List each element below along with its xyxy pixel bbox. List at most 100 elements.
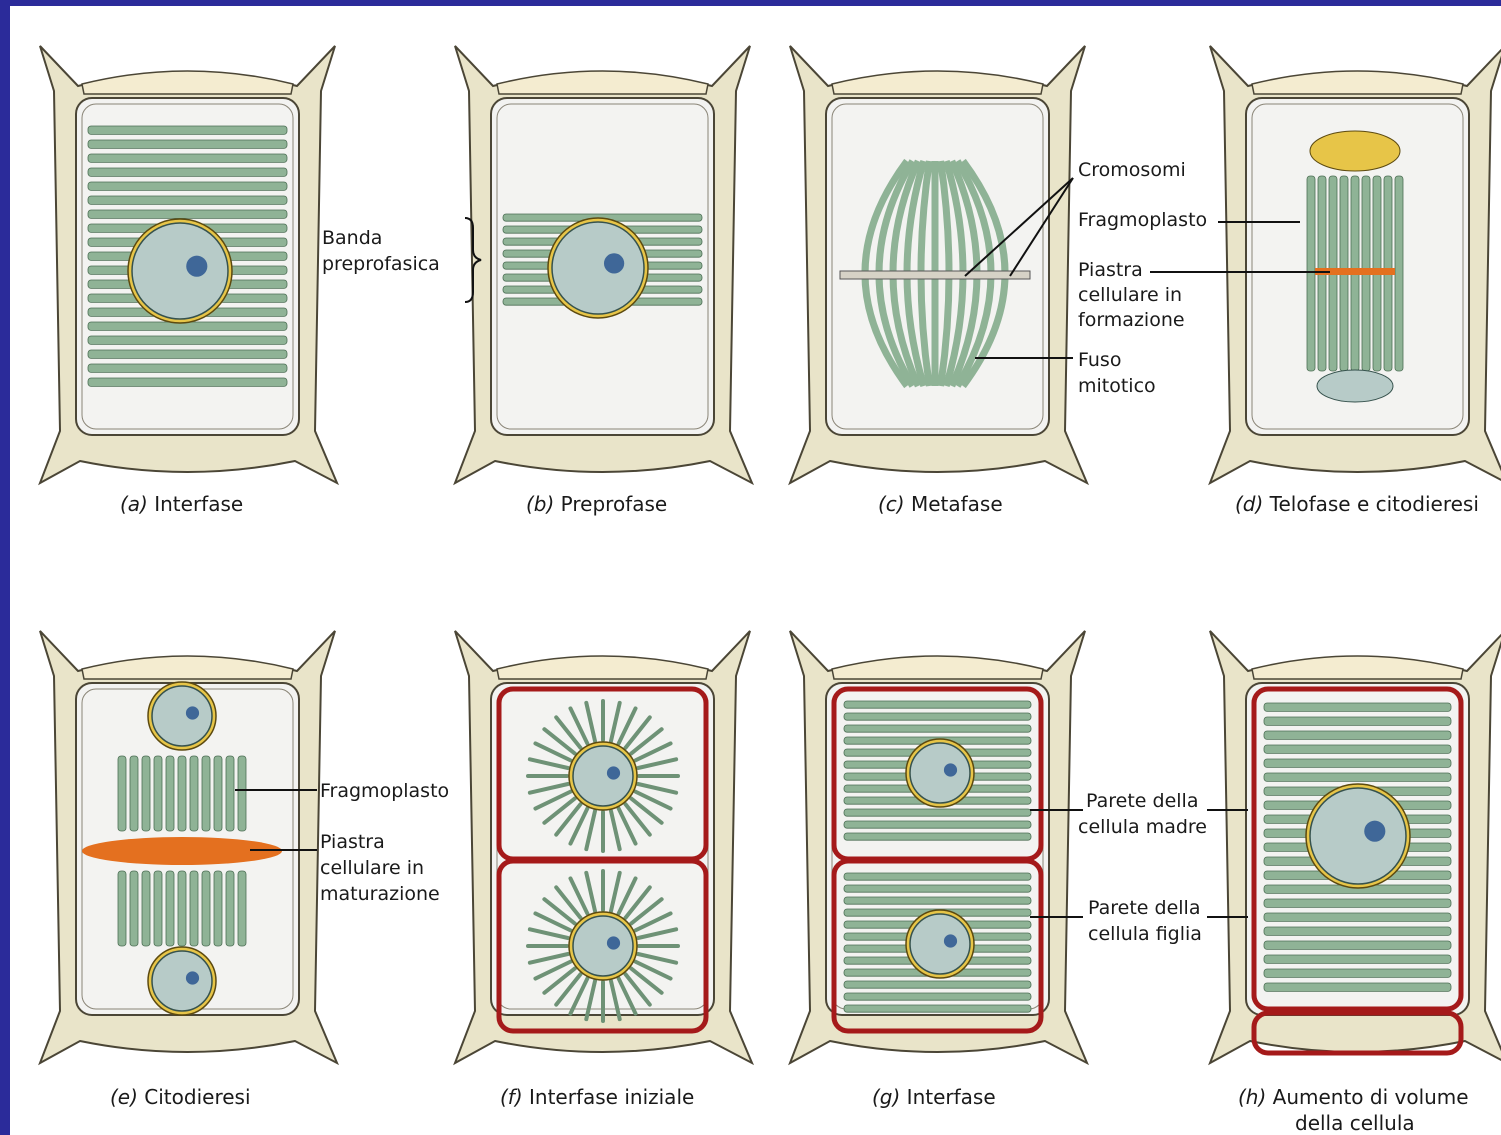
caption-b: (b) Preprofase (526, 492, 667, 516)
upper-cell-lumen (832, 71, 1043, 94)
cortical-microtubule (88, 126, 287, 134)
phragmoplast-fiber (226, 871, 234, 946)
cortical-microtubule (844, 821, 1031, 828)
daughter-nucleus-top (1310, 131, 1400, 171)
nucleus (148, 682, 216, 750)
cortical-microtubule (844, 833, 1031, 840)
phragmoplast-fiber (118, 871, 126, 946)
caption-e: (e) Citodieresi (110, 1085, 251, 1109)
caption-a: (a) Interfase (120, 492, 243, 516)
phragmoplast-fiber (166, 756, 174, 831)
cortical-microtubule (1264, 983, 1451, 991)
nucleus (906, 910, 974, 978)
caption-d: (d) Telofase e citodieresi (1235, 492, 1479, 516)
piastra-formazione-label-2: cellulare in (1078, 284, 1182, 306)
cortical-microtubule (844, 981, 1031, 988)
fuso-label-1: Fuso (1078, 349, 1121, 371)
phragmoplast-fiber (142, 871, 150, 946)
cortical-microtubule (88, 364, 287, 372)
cortical-microtubule (1264, 731, 1451, 739)
cortical-microtubule (88, 322, 287, 330)
caption-g: (g) Interfase (872, 1085, 996, 1109)
phragmoplast-fiber (130, 756, 138, 831)
phragmoplast-fiber (178, 871, 186, 946)
nucleoplasm (152, 686, 212, 746)
cortical-microtubule (1264, 955, 1451, 963)
cortical-microtubule (844, 873, 1031, 880)
caption-h-line2: della cellula (1295, 1111, 1415, 1135)
fragmoplasto-bottom-label: Fragmoplasto (320, 780, 449, 802)
upper-cell-lumen (497, 656, 708, 679)
nucleoplasm (910, 743, 970, 803)
piastra-formazione-label-3: formazione (1078, 309, 1185, 331)
chromosomes (840, 271, 1030, 279)
nucleoplasm (132, 223, 228, 319)
fragmoplasto-top-label: Fragmoplasto (1078, 209, 1207, 231)
cortical-microtubule (1264, 927, 1451, 935)
banda-label-1: Banda (322, 227, 382, 249)
upper-cell-lumen (1252, 656, 1463, 679)
phragmoplast-fiber (238, 871, 246, 946)
phragmoplast-fiber (238, 756, 246, 831)
nucleoplasm (552, 222, 644, 314)
cortical-microtubule (88, 182, 287, 190)
cromosomi-label: Cromosomi (1078, 159, 1186, 181)
piastra-maturazione-label-2: cellulare in (320, 857, 424, 879)
phragmoplast-fiber (1307, 176, 1315, 371)
cortical-microtubule (88, 154, 287, 162)
upper-cell-lumen (497, 71, 708, 94)
cortical-microtubule (844, 725, 1031, 732)
nucleoplasm (910, 914, 970, 974)
daughter-nucleus-bottom (1317, 370, 1393, 402)
phragmoplast-fiber (214, 871, 222, 946)
nucleolus (944, 763, 957, 776)
piastra-maturazione-label-3: maturazione (320, 883, 440, 905)
cortical-microtubule (844, 713, 1031, 720)
cortical-microtubule (88, 196, 287, 204)
parete-madre-label-1: Parete della (1086, 790, 1198, 812)
nucleoplasm (573, 916, 633, 976)
phragmoplast-fiber (190, 871, 198, 946)
nucleolus (944, 934, 957, 947)
cortical-microtubule (844, 809, 1031, 816)
caption-c: (c) Metafase (878, 492, 1003, 516)
phragmoplast-fiber (226, 756, 234, 831)
upper-cell-lumen (832, 656, 1043, 679)
nucleus (569, 742, 637, 810)
cortical-microtubule (1264, 913, 1451, 921)
nucleolus (186, 706, 199, 719)
parete-figlia-label-1: Parete della (1088, 897, 1200, 919)
cortical-microtubule (88, 378, 287, 386)
nucleoplasm (152, 951, 212, 1011)
cortical-microtubule (88, 210, 287, 218)
caption-h: (h) Aumento di volume (1238, 1085, 1469, 1109)
phragmoplast-fiber (142, 756, 150, 831)
piastra-formazione-label-1: Piastra (1078, 259, 1143, 281)
cortical-microtubule (1264, 759, 1451, 767)
cortical-microtubule (1264, 717, 1451, 725)
fuso-label-2: mitotico (1078, 375, 1156, 397)
nucleus (128, 219, 232, 323)
piastra-maturazione-label-1: Piastra (320, 831, 385, 853)
cell-division-figure: Banda preprofasica Cromosomi Fragmoplast… (10, 6, 1501, 1135)
nucleolus (607, 936, 620, 949)
phragmoplast-fiber (130, 871, 138, 946)
nucleus (148, 947, 216, 1015)
phragmoplast-fiber (118, 756, 126, 831)
phragmoplast-fiber (202, 756, 210, 831)
parete-madre-label-2: cellula madre (1078, 816, 1207, 838)
cortical-microtubule (88, 140, 287, 148)
phragmoplast-fiber (154, 756, 162, 831)
panel-b-contents (503, 214, 702, 318)
upper-cell-lumen (82, 71, 293, 94)
nucleolus (607, 766, 620, 779)
nucleus (569, 912, 637, 980)
parete-figlia-label-2: cellula figlia (1088, 923, 1202, 945)
phragmoplast-fiber (178, 756, 186, 831)
cortical-microtubule (1264, 899, 1451, 907)
cortical-microtubule (1264, 773, 1451, 781)
cortical-microtubule (88, 350, 287, 358)
phragmoplast-fiber (202, 871, 210, 946)
phragmoplast-fiber (214, 756, 222, 831)
cortical-microtubule (844, 885, 1031, 892)
